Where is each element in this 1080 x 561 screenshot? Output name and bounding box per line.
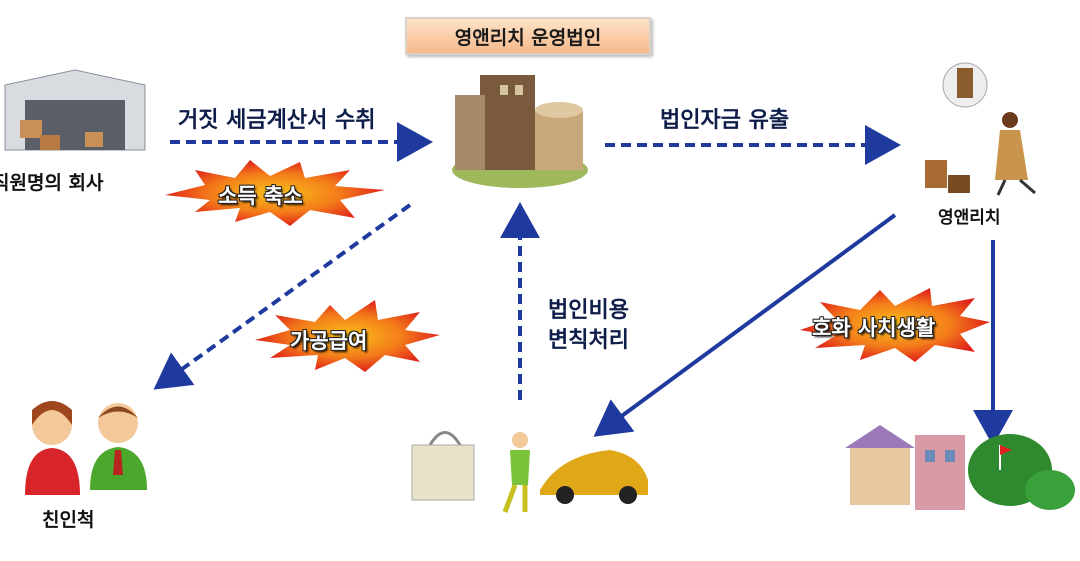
relatives-icon xyxy=(25,401,147,495)
arrow-fake-salary xyxy=(153,203,412,390)
expense-label-line1: 법인비용 xyxy=(548,298,629,323)
luxury-text: 호화 사치생활 xyxy=(812,316,936,340)
income-reduction-text: 소득 축소 xyxy=(218,184,303,208)
page-title: 영앤리치 운영법인 xyxy=(405,17,651,55)
corporate-building-icon xyxy=(452,75,588,188)
arrow-to-luxury-goods xyxy=(593,213,897,437)
luxury-goods-icon xyxy=(411,431,648,513)
youngrich-label: 영앤리치 xyxy=(938,208,1001,228)
fund-outflow-label: 법인자금 유출 xyxy=(660,108,790,133)
relatives-label: 친인척 xyxy=(42,509,95,531)
expense-label-line2: 변칙처리 xyxy=(548,328,629,353)
fake-invoice-label: 거짓 세금계산서 수취 xyxy=(178,108,376,133)
burst-income-reduction xyxy=(165,160,385,226)
house-golf-icon xyxy=(845,425,1075,510)
burst-luxury xyxy=(800,288,990,362)
fake-salary-text: 가공급여 xyxy=(290,329,368,353)
warehouse-icon xyxy=(4,69,146,151)
burst-fake-salary xyxy=(255,300,440,372)
young-rich-person-icon xyxy=(925,62,1036,196)
company-label: 직원명의 회사 xyxy=(0,172,104,194)
